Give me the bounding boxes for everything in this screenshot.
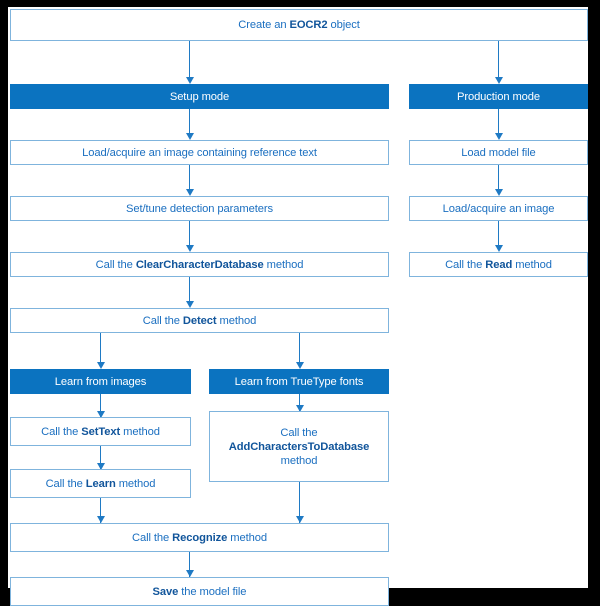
edge-recognize-to-save	[189, 552, 191, 577]
arrowhead-cleardb-to-detect	[185, 301, 194, 308]
arrowhead-recognize-to-save	[185, 570, 194, 577]
node-setup-mode-label: Setup mode	[169, 90, 230, 103]
node-set-tune-params-label: Set/tune detection parameters	[126, 202, 273, 215]
node-set-tune-params[interactable]: Set/tune detection parameters	[10, 196, 389, 221]
node-load-reference-image-label: Load/acquire an image containing referen…	[82, 146, 317, 159]
arrowhead-learn-to-recognize	[96, 516, 105, 523]
arrowhead-detect-to-learntruetype	[295, 362, 304, 369]
node-save-model-file-label: Save the model file	[152, 585, 247, 598]
node-detect-method[interactable]: Call the Detect method	[10, 308, 389, 333]
node-learn-method-label: Call the Learn method	[45, 477, 156, 490]
edge-create-to-production	[498, 41, 500, 79]
edge-learn-to-recognize	[100, 498, 102, 523]
node-learn-from-truetype-fonts[interactable]: Learn from TrueType fonts	[209, 369, 389, 394]
edge-addchars-to-recognize	[299, 482, 301, 523]
node-add-characters-to-database-label: Call the AddCharactersToDatabase method	[228, 426, 370, 467]
arrowhead-production-to-loadmodel	[494, 133, 503, 140]
node-learn-from-images-label: Learn from images	[54, 375, 147, 388]
node-clear-character-database[interactable]: Call the ClearCharacterDatabase method	[10, 252, 389, 277]
node-load-model-file[interactable]: Load model file	[409, 140, 588, 165]
arrowhead-detect-to-learnimages	[96, 362, 105, 369]
edge-loadmodel-to-loadimage	[498, 164, 500, 191]
arrowhead-setup-to-loadref	[185, 133, 194, 140]
edge-loadref-to-params	[189, 164, 191, 191]
node-create-object-label: Create an EOCR2 object	[238, 19, 360, 31]
node-detect-method-label: Call the Detect method	[142, 314, 257, 327]
node-recognize-method-label: Call the Recognize method	[132, 531, 267, 544]
edge-settext-to-learn	[100, 446, 102, 469]
arrowhead-create-to-production	[494, 77, 503, 84]
arrowhead-create-to-setup	[185, 77, 194, 84]
edge-detect-to-learntruetype	[299, 332, 301, 365]
node-recognize-method[interactable]: Call the Recognize method	[10, 523, 389, 552]
arrowhead-learnimages-to-settext	[96, 411, 105, 418]
arrowhead-learntruetype-to-addchars	[295, 405, 304, 412]
node-add-characters-to-database[interactable]: Call the AddCharactersToDatabase method	[209, 411, 389, 482]
node-load-model-file-label: Load model file	[461, 146, 536, 159]
node-learn-from-truetype-fonts-label: Learn from TrueType fonts	[234, 375, 364, 388]
node-clear-character-database-label: Call the ClearCharacterDatabase method	[95, 258, 304, 271]
edge-learnimages-to-settext	[100, 394, 102, 417]
node-load-acquire-image[interactable]: Load/acquire an image	[409, 196, 588, 221]
edge-create-to-setup	[189, 41, 191, 79]
node-production-mode[interactable]: Production mode	[409, 84, 588, 109]
arrowhead-settext-to-learn	[96, 463, 105, 470]
node-learn-method[interactable]: Call the Learn method	[10, 469, 191, 498]
arrowhead-loadmodel-to-loadimage	[494, 189, 503, 196]
arrowhead-loadref-to-params	[185, 189, 194, 196]
edge-loadimage-to-read	[498, 220, 500, 247]
node-load-reference-image[interactable]: Load/acquire an image containing referen…	[10, 140, 389, 165]
arrowhead-loadimage-to-read	[494, 245, 503, 252]
diagram-sheet: Create an EOCR2 object Setup mode Produc…	[8, 7, 588, 606]
edge-production-to-loadmodel	[498, 108, 500, 135]
node-settext-method-label: Call the SetText method	[41, 425, 160, 438]
edge-setup-to-loadref	[189, 108, 191, 135]
edge-params-to-cleardb	[189, 220, 191, 247]
node-settext-method[interactable]: Call the SetText method	[10, 417, 191, 446]
node-production-mode-label: Production mode	[456, 90, 541, 103]
node-load-acquire-image-label: Load/acquire an image	[442, 202, 555, 215]
node-create-object[interactable]: Create an EOCR2 object	[10, 9, 588, 41]
node-setup-mode[interactable]: Setup mode	[10, 84, 389, 109]
edge-cleardb-to-detect	[189, 276, 191, 303]
node-read-method-label: Call the Read method	[445, 258, 552, 271]
edge-learntruetype-to-addchars	[299, 394, 301, 411]
node-save-model-file[interactable]: Save the model file	[10, 577, 389, 606]
node-learn-from-images[interactable]: Learn from images	[10, 369, 191, 394]
edge-detect-to-learnimages	[100, 332, 102, 365]
arrowhead-addchars-to-recognize	[295, 516, 304, 523]
node-read-method[interactable]: Call the Read method	[409, 252, 588, 277]
arrowhead-params-to-cleardb	[185, 245, 194, 252]
